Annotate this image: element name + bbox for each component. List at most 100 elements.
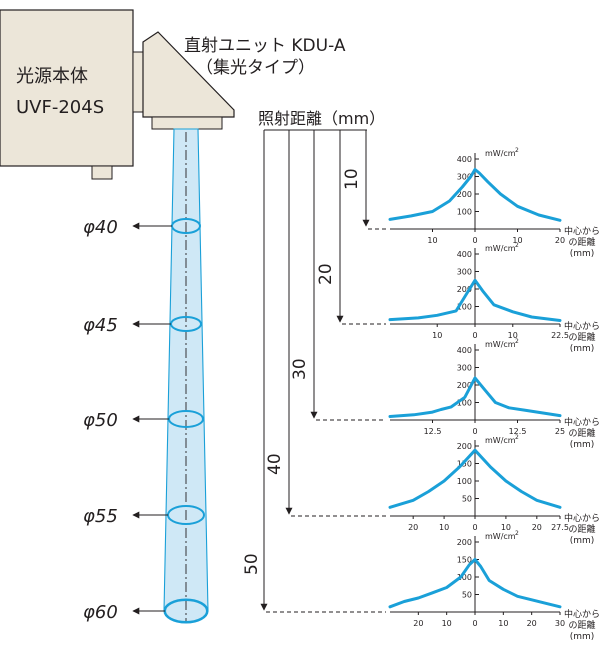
axis-caption-line: 中心から	[564, 320, 600, 332]
x-tick-label: 25	[555, 427, 565, 436]
x-tick-label: 20	[527, 619, 537, 628]
y-tick-label: 300	[457, 268, 472, 277]
axis-caption-line: 中心から	[564, 225, 600, 237]
intensity-curve	[388, 168, 562, 222]
y-tick-label: 100	[457, 573, 472, 582]
y-tick-label: 200	[457, 442, 472, 451]
source-label-model: UVF-204S	[16, 97, 104, 118]
y-tick-label: 200	[457, 381, 472, 390]
axis-caption-line: (mm)	[570, 440, 595, 450]
distance-label-50: 50	[242, 553, 262, 575]
y-tick-label: 100	[457, 208, 472, 217]
y-tick-label: 400	[457, 250, 472, 259]
axis-caption-line: の距離	[568, 427, 595, 439]
y-tick-label: 50	[462, 495, 472, 504]
source-label-name: 光源本体	[16, 66, 88, 87]
y-tick-label: 100	[457, 303, 472, 312]
x-tick-label: 0	[472, 619, 477, 628]
unit-exponent: 2	[515, 434, 519, 441]
x-tick-label: 20	[408, 523, 418, 532]
direct-unit: 直射ユニット KDU-A （集光タイプ）	[132, 31, 346, 130]
axis-caption-line: (mm)	[570, 632, 595, 642]
y-tick-label: 100	[457, 477, 472, 486]
x-tick-label: 10	[508, 331, 518, 340]
y-tick-label: 150	[457, 556, 472, 565]
intensity-curve	[388, 448, 562, 509]
axis-caption-line: の距離	[568, 619, 595, 631]
y-tick-label: 400	[457, 346, 472, 355]
unit-label: mW/cm	[485, 149, 516, 158]
diameter-label-40: φ40	[83, 217, 118, 238]
distance-header: 照射距離（mm）	[258, 109, 385, 128]
x-tick-label: 12.5	[509, 427, 527, 436]
x-tick-label: 27.5	[551, 523, 569, 532]
axis-caption-line: (mm)	[570, 249, 595, 259]
distance-label-40: 40	[265, 453, 285, 475]
unit-label: mW/cm	[485, 244, 516, 253]
axis-caption-line: の距離	[568, 331, 595, 343]
distance-label-30: 30	[290, 358, 310, 380]
diameter-labels: φ40 φ45 φ50 φ55 φ60	[83, 217, 172, 623]
y-tick-label: 100	[457, 399, 472, 408]
unit-label-name: 直射ユニット KDU-A	[184, 36, 346, 56]
x-tick-label: 20	[413, 619, 423, 628]
y-tick-label: 300	[457, 364, 472, 373]
intensity-curve	[388, 278, 562, 322]
axis-caption-line: 中心から	[564, 512, 600, 524]
x-tick-label: 10	[442, 619, 452, 628]
unit-exponent: 2	[515, 338, 519, 345]
light-beam	[163, 128, 209, 624]
x-tick-label: 0	[472, 331, 477, 340]
intensity-curve	[388, 376, 562, 418]
diameter-label-45: φ45	[83, 315, 118, 336]
y-tick-label: 150	[457, 460, 472, 469]
diameter-label-50: φ50	[83, 410, 118, 431]
intensity-curve	[388, 558, 562, 609]
x-tick-label: 10	[512, 236, 522, 245]
x-tick-label: 12.5	[424, 427, 442, 436]
diameter-label-60: φ60	[83, 602, 118, 623]
x-tick-label: 0	[472, 427, 477, 436]
diameter-label-55: φ55	[83, 506, 118, 527]
axis-caption-line: の距離	[568, 523, 595, 535]
y-tick-label: 50	[462, 591, 472, 600]
unit-label: mW/cm	[485, 436, 516, 445]
x-tick-label: 10	[439, 523, 449, 532]
x-tick-label: 10	[427, 236, 437, 245]
unit-label-type: （集光タイプ）	[196, 58, 315, 78]
unit-exponent: 2	[515, 530, 519, 537]
x-tick-label: 20	[532, 523, 542, 532]
unit-label: mW/cm	[485, 340, 516, 349]
y-tick-label: 200	[457, 190, 472, 199]
x-tick-label: 20	[555, 236, 565, 245]
y-tick-label: 200	[457, 285, 472, 294]
x-tick-label: 30	[555, 619, 565, 628]
unit-exponent: 2	[515, 147, 519, 154]
unit-label: mW/cm	[485, 532, 516, 541]
axis-caption-line: 中心から	[564, 608, 600, 620]
x-tick-label: 22.5	[551, 331, 569, 340]
light-source-body: 光源本体 UVF-204S	[0, 9, 134, 180]
distance-label-10: 10	[342, 168, 362, 190]
y-tick-label: 400	[457, 155, 472, 164]
y-tick-label: 300	[457, 173, 472, 182]
x-tick-label: 0	[472, 523, 477, 532]
x-tick-label: 0	[472, 236, 477, 245]
x-tick-label: 10	[432, 331, 442, 340]
y-tick-label: 200	[457, 538, 472, 547]
distance-label-20: 20	[316, 263, 336, 285]
x-tick-label: 10	[498, 619, 508, 628]
distance-indicators: 照射距離（mm） 10 20 30 40 50	[242, 109, 386, 613]
axis-caption-line: の距離	[568, 236, 595, 248]
axis-caption-line: (mm)	[570, 536, 595, 546]
x-tick-label: 10	[501, 523, 511, 532]
axis-caption-line: 中心から	[564, 416, 600, 428]
axis-caption-line: (mm)	[570, 344, 595, 354]
unit-exponent: 2	[515, 242, 519, 249]
